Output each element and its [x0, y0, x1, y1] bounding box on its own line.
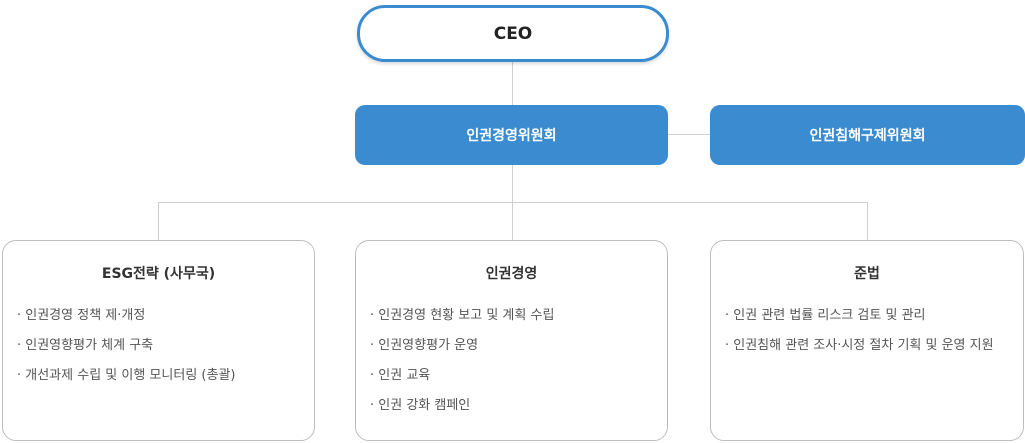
connector — [867, 202, 868, 240]
list-item: 인권침해 관련 조사·시정 절차 기획 및 운영 지원 — [725, 331, 1009, 361]
list-item: 인권영향평가 체계 구축 — [17, 331, 300, 361]
remedy-committee-node: 인권침해구제위원회 — [710, 105, 1025, 165]
department-title: 인권경영 — [485, 266, 538, 282]
connector — [158, 202, 159, 240]
list-item: 인권 강화 캠페인 — [370, 391, 653, 421]
connector — [512, 58, 513, 105]
department-human-rights: 인권경영 인권경영 현황 보고 및 계획 수립 인권영향평가 운영 인권 교육 … — [355, 240, 668, 441]
list-item: 인권영향평가 운영 — [370, 331, 653, 361]
list-item: 인권경영 현황 보고 및 계획 수립 — [370, 301, 653, 331]
list-item: 인권 교육 — [370, 361, 653, 391]
list-item: 개선과제 수립 및 이행 모니터링 (총괄) — [17, 361, 300, 391]
department-title: ESG전략 (사무국) — [101, 266, 216, 282]
connector — [158, 202, 868, 203]
human-rights-committee-node: 인권경영위원회 — [355, 105, 668, 165]
department-compliance: 준법 인권 관련 법률 리스크 검토 및 관리 인권침해 관련 조사·시정 절차… — [710, 240, 1024, 441]
ceo-node: CEO — [357, 5, 669, 62]
department-esg: ESG전략 (사무국) 인권경영 정책 제·개정 인권영향평가 체계 구축 개선… — [2, 240, 315, 441]
list-item: 인권경영 정책 제·개정 — [17, 301, 300, 331]
list-item: 인권 관련 법률 리스크 검토 및 관리 — [725, 301, 1009, 331]
department-title: 준법 — [854, 266, 880, 282]
connector — [668, 134, 710, 135]
